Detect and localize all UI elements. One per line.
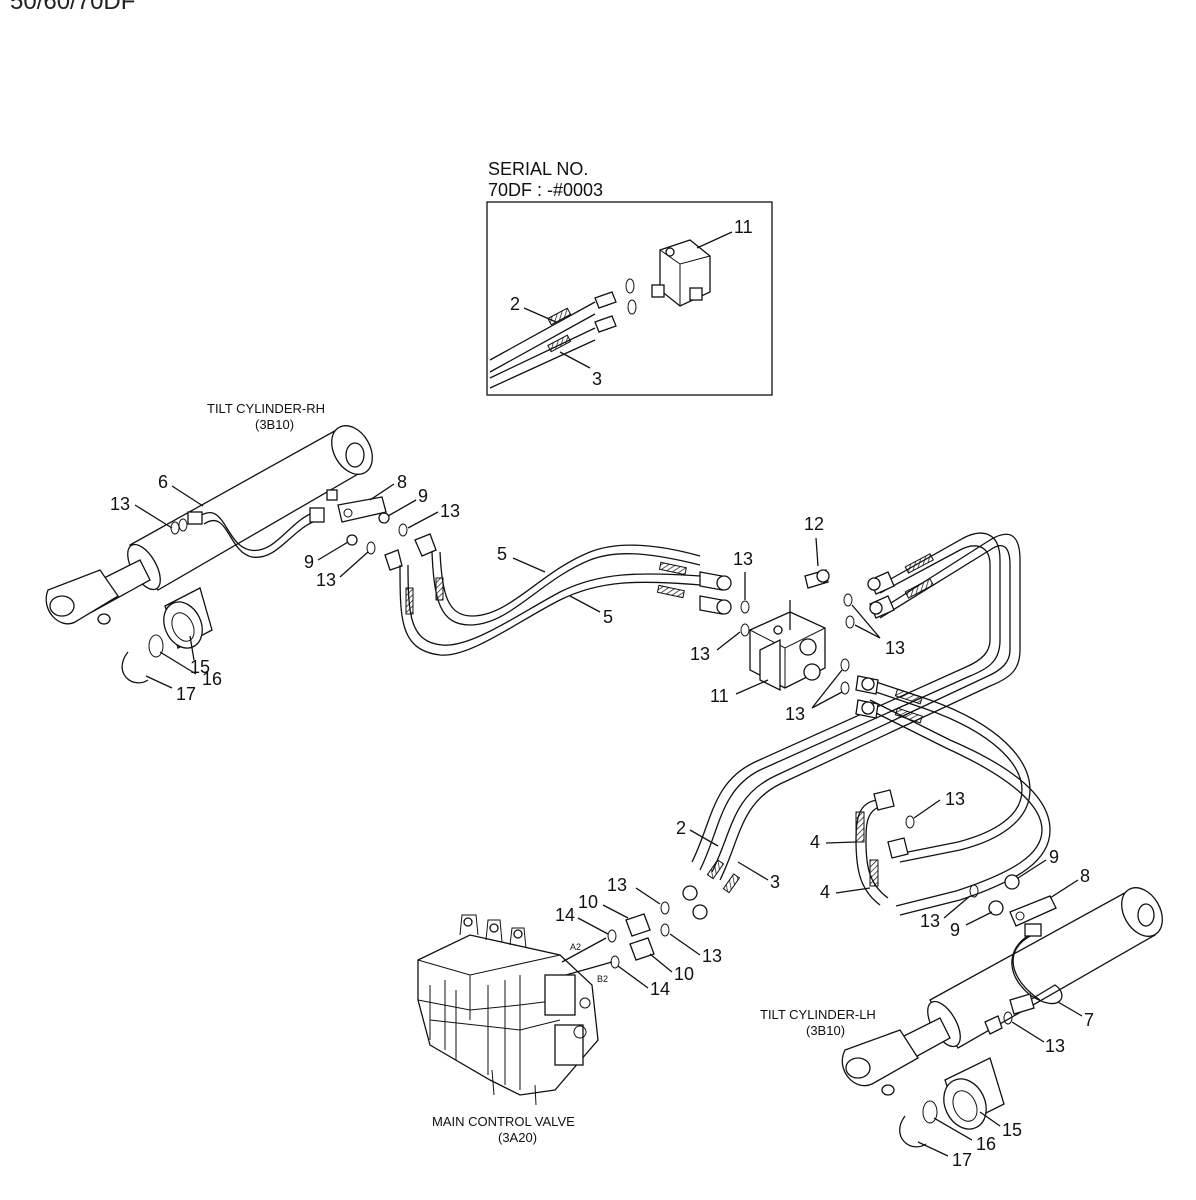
- callout-4: 4: [820, 882, 830, 902]
- callout-3: 3: [770, 872, 780, 892]
- callout-11: 11: [734, 217, 753, 237]
- callout-2: 2: [510, 294, 520, 314]
- callout-11: 11: [710, 686, 729, 706]
- callout-13: 13: [440, 501, 460, 521]
- tilt-cylinder-rh-ref: (3B10): [255, 417, 294, 432]
- tilt-cylinder-rh-label: TILT CYLINDER-RH: [207, 401, 325, 416]
- tilt-cylinder-lh: TILT CYLINDER-LH (3B10): [760, 874, 1163, 1148]
- callout-10: 10: [578, 892, 598, 912]
- callout-13: 13: [733, 549, 753, 569]
- callout-13: 13: [690, 644, 710, 664]
- callout-17: 17: [176, 684, 196, 704]
- callout-14: 14: [555, 905, 575, 925]
- callout-10: 10: [674, 964, 694, 984]
- callout-13: 13: [110, 494, 130, 514]
- tilt-cylinder-rh: TILT CYLINDER-RH (3B10): [45, 401, 437, 684]
- callout-9: 9: [950, 920, 960, 940]
- callout-6: 6: [158, 472, 168, 492]
- callout-9: 9: [304, 552, 314, 572]
- tilt-cylinder-lh-label: TILT CYLINDER-LH: [760, 1007, 876, 1022]
- serial-label: SERIAL NO.: [488, 159, 588, 179]
- callout-13: 13: [920, 911, 940, 931]
- inset-box: SERIAL NO. 70DF : -#0003 11 2 3: [486, 159, 773, 396]
- callout-16: 16: [976, 1134, 996, 1154]
- callout-13: 13: [785, 704, 805, 724]
- callout-13: 13: [316, 570, 336, 590]
- mcv-ref: (3A20): [498, 1130, 537, 1145]
- callout-8: 8: [397, 472, 407, 492]
- hoses-5: [399, 544, 732, 656]
- callout-13: 13: [1045, 1036, 1065, 1056]
- page-title: 50/60/70DF: [10, 0, 136, 15]
- main-control-valve: MAIN CONTROL VALVE (3A20) A2 B2: [417, 901, 670, 1145]
- callout-15: 15: [190, 657, 210, 677]
- tilt-cylinder-lh-ref: (3B10): [806, 1023, 845, 1038]
- tee-block-11: [740, 569, 855, 695]
- callout-16: 16: [202, 669, 222, 689]
- callout-5: 5: [497, 544, 507, 564]
- callout-2: 2: [676, 818, 686, 838]
- callout-14: 14: [650, 979, 670, 999]
- callout-3: 3: [592, 369, 602, 389]
- callout-4: 4: [810, 832, 820, 852]
- port-a2-label: A2: [570, 942, 581, 952]
- serial-range: 70DF : -#0003: [488, 180, 603, 200]
- callout-17: 17: [952, 1150, 972, 1170]
- callout-13: 13: [885, 638, 905, 658]
- callout-9: 9: [1049, 847, 1059, 867]
- callout-13: 13: [607, 875, 627, 895]
- callout-5: 5: [603, 607, 613, 627]
- callout-13: 13: [702, 946, 722, 966]
- callout-8: 8: [1080, 866, 1090, 886]
- hoses-4: [855, 675, 1051, 916]
- callout-9: 9: [418, 486, 428, 506]
- callout-15: 15: [1002, 1120, 1022, 1140]
- callout-7: 7: [1084, 1010, 1094, 1030]
- hoses-2-3: [682, 532, 1021, 920]
- mcv-label: MAIN CONTROL VALVE: [432, 1114, 575, 1129]
- callout-13: 13: [945, 789, 965, 809]
- callout-12: 12: [804, 514, 824, 534]
- port-b2-label: B2: [597, 974, 608, 984]
